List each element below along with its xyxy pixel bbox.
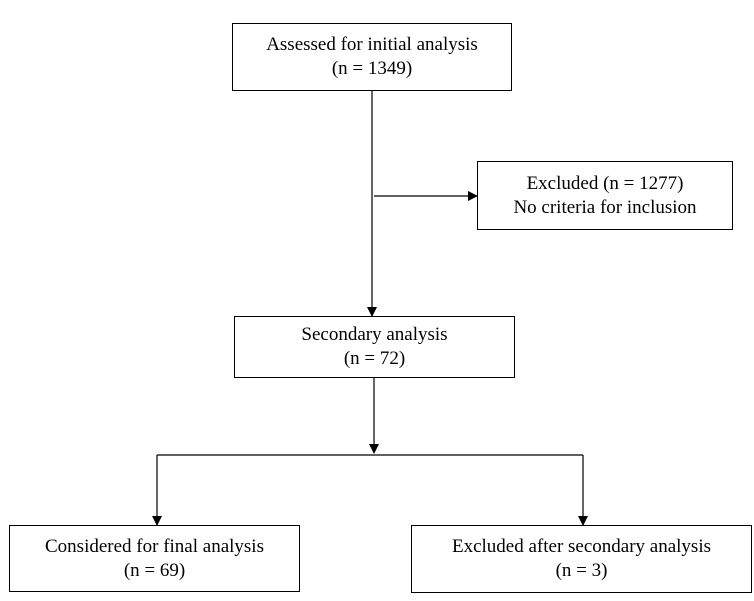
- final-title: Considered for final analysis: [45, 535, 264, 557]
- secondary-box: Secondary analysis (n = 72): [234, 316, 515, 378]
- assessed-box: Assessed for initial analysis (n = 1349): [232, 23, 512, 91]
- assessed-title: Assessed for initial analysis: [266, 34, 478, 55]
- excluded-box: Excluded (n = 1277) No criteria for incl…: [477, 161, 733, 230]
- secondary-count: (n = 72): [343, 348, 406, 369]
- final-box: Considered for final analysis (n = 69): [9, 525, 300, 592]
- assessed-count: (n = 1349): [331, 58, 413, 79]
- excluded-title: Excluded (n = 1277): [526, 172, 684, 194]
- secondary-title: Secondary analysis: [301, 324, 448, 345]
- final-count: (n = 69): [123, 559, 186, 581]
- excluded-reason: No criteria for inclusion: [513, 196, 697, 218]
- excluded-secondary-box: Excluded after secondary analysis (n = 3…: [411, 525, 752, 593]
- excluded-secondary-count: (n = 3): [555, 560, 608, 581]
- excluded-secondary-title: Excluded after secondary analysis: [451, 536, 712, 557]
